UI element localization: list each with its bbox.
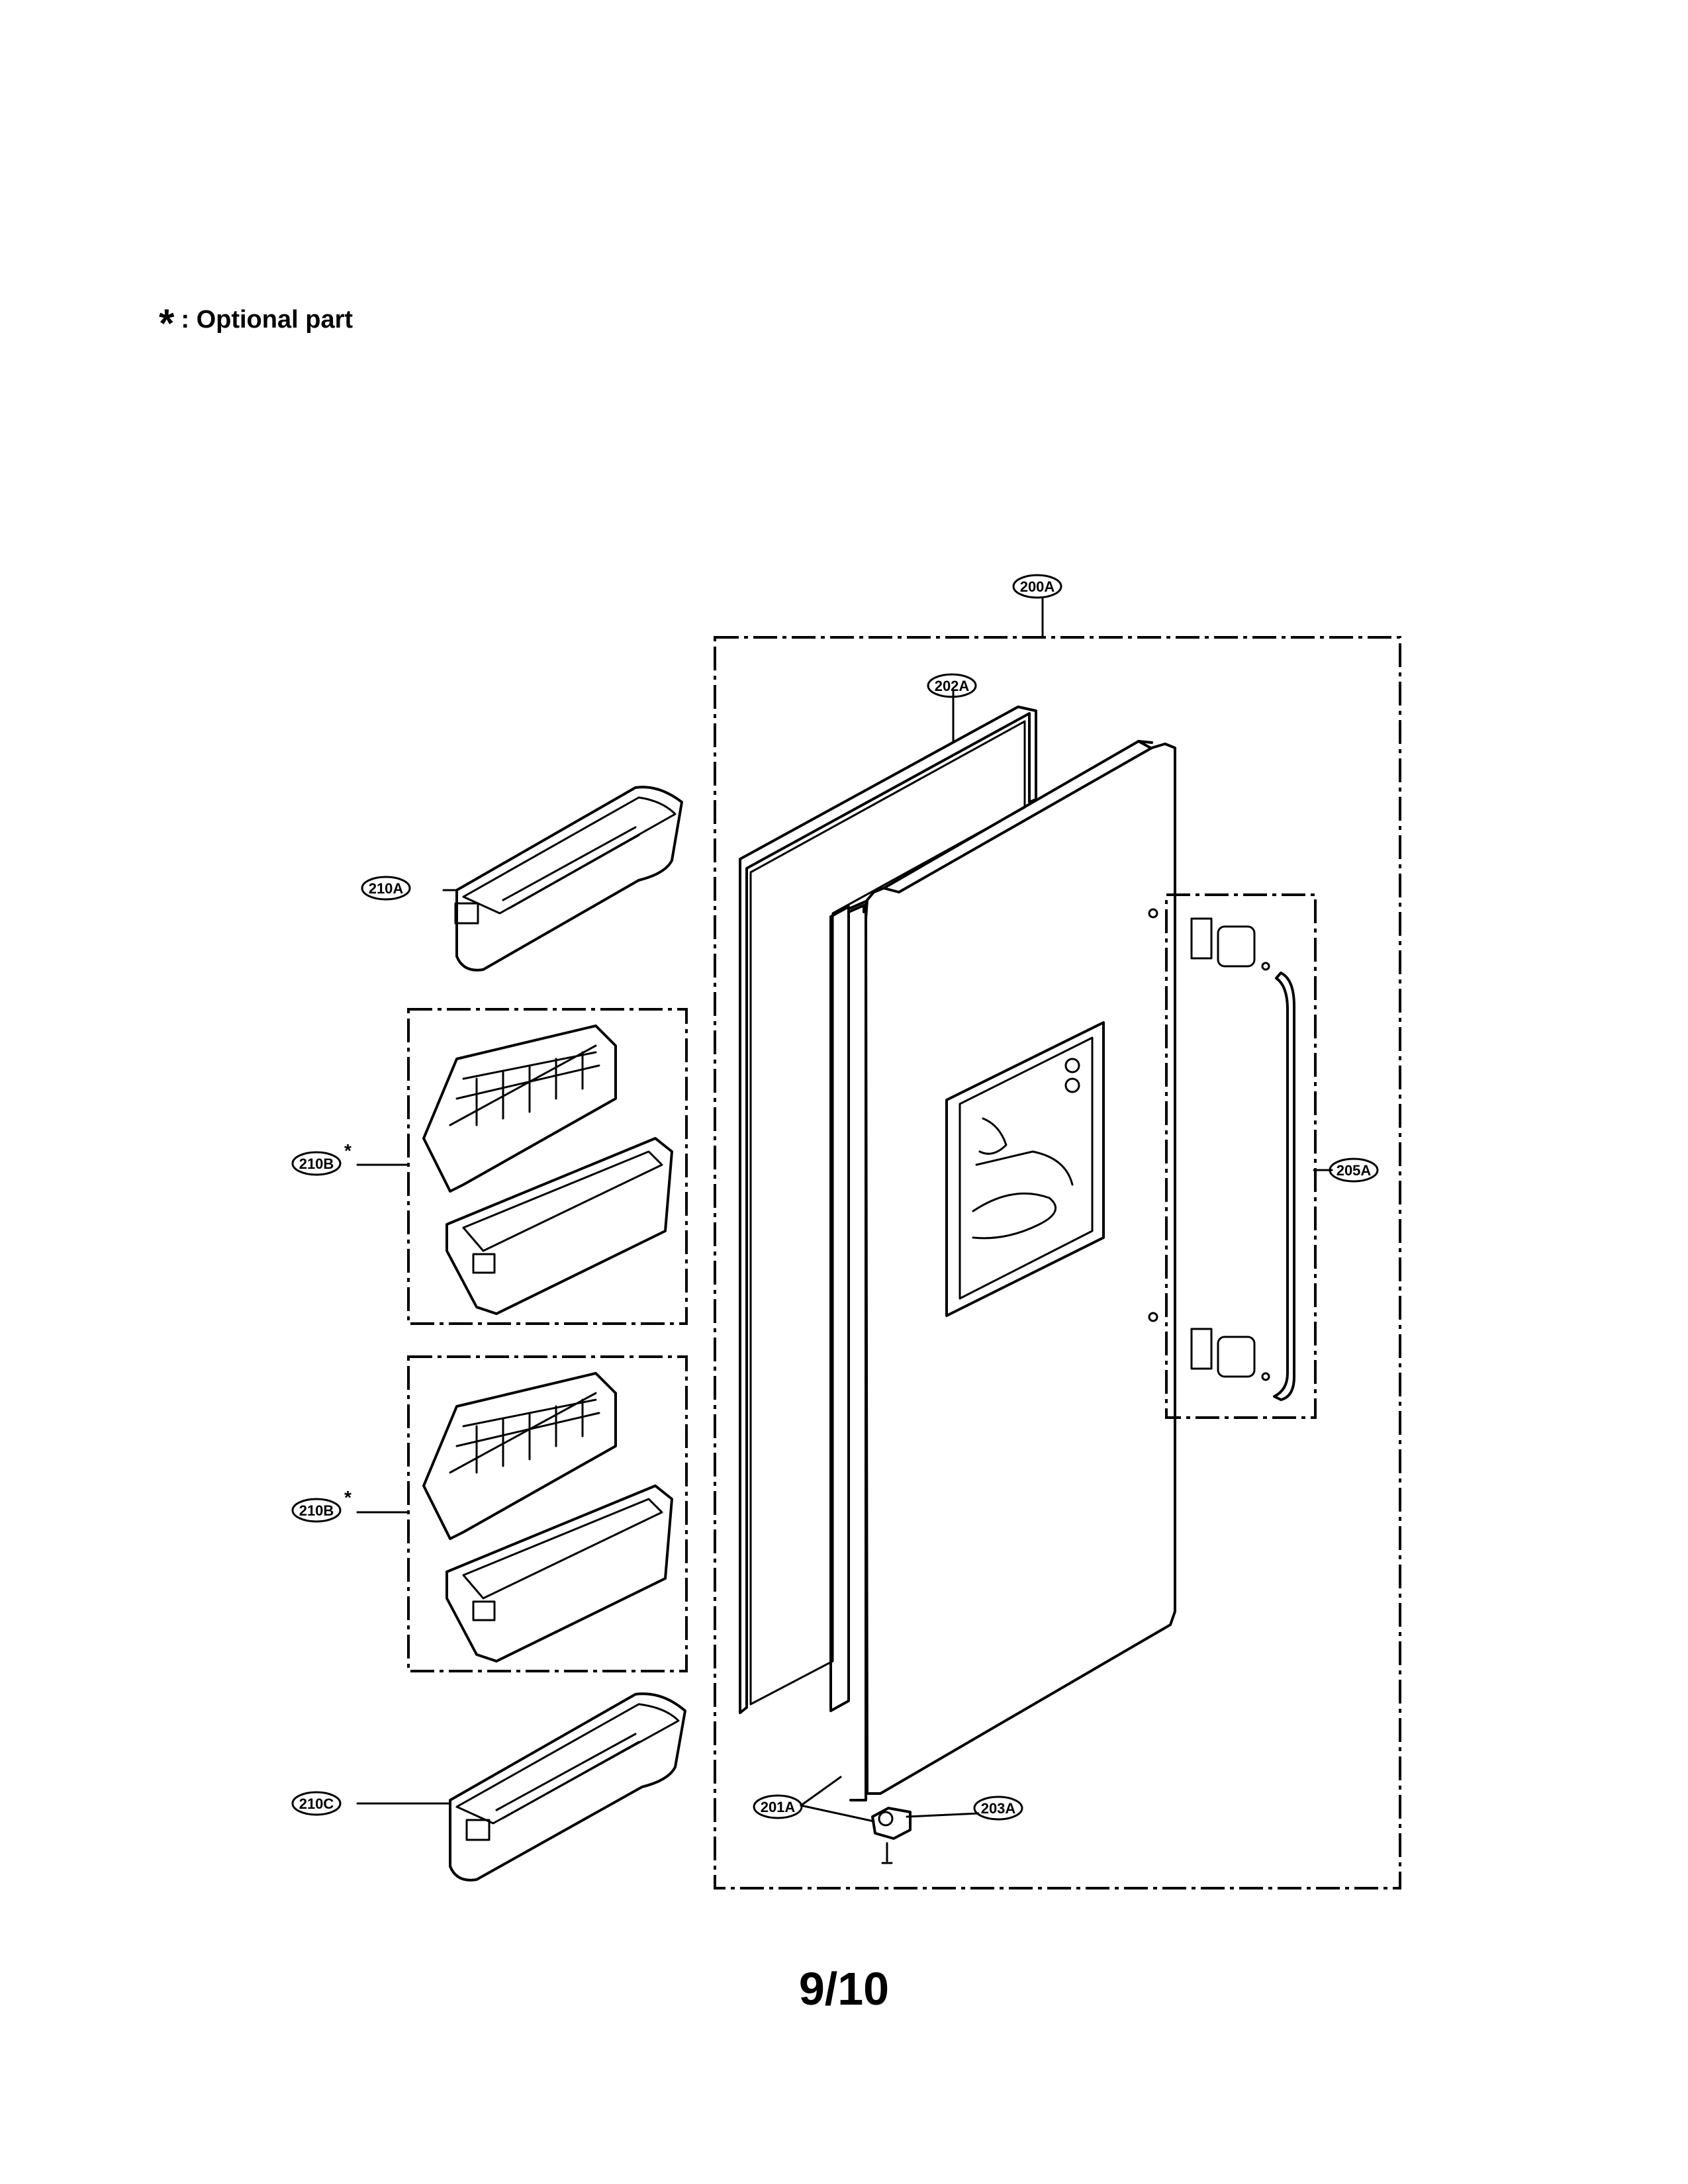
svg-text:200A: 200A — [1020, 578, 1055, 595]
door-panel — [829, 740, 1176, 1801]
svg-text:*: * — [344, 1140, 352, 1161]
callout-205a: 205A — [1329, 1158, 1379, 1183]
callout-210c: 210C — [291, 1791, 342, 1816]
callout-200a: 200A — [1012, 574, 1062, 599]
door-bin-210a — [454, 786, 683, 972]
page-number: 9/10 — [798, 1963, 890, 2015]
door-bin-210c — [449, 1692, 686, 1882]
door-assembly-frame — [714, 636, 1401, 1889]
svg-text:210C: 210C — [299, 1796, 334, 1812]
door-hinge — [871, 1807, 912, 1864]
callout-201a: 201A — [753, 1794, 803, 1819]
door-handle — [1148, 908, 1295, 1401]
svg-text:205A: 205A — [1336, 1162, 1372, 1179]
callout-202a: 202A — [927, 673, 977, 698]
door-basket-210b-bottom — [407, 1355, 688, 1672]
svg-text:210B: 210B — [299, 1156, 334, 1172]
svg-text:203A: 203A — [981, 1800, 1016, 1817]
callout-210b-top: 210B * — [291, 1140, 352, 1176]
door-basket-210b-top — [407, 1008, 688, 1325]
svg-text:210B: 210B — [299, 1502, 334, 1519]
optional-part-text: : Optional part — [181, 306, 353, 334]
callout-210b-bottom: 210B * — [291, 1487, 352, 1523]
optional-part-legend: *: Optional part — [159, 291, 353, 345]
callout-210a: 210A — [361, 876, 411, 901]
svg-text:210A: 210A — [369, 880, 404, 897]
callout-203a: 203A — [973, 1796, 1023, 1821]
optional-part-symbol: * — [159, 301, 175, 345]
svg-text:202A: 202A — [935, 678, 970, 694]
handle-assembly-frame — [1165, 893, 1317, 1419]
svg-text:201A: 201A — [761, 1799, 796, 1815]
svg-text:*: * — [344, 1487, 352, 1508]
door-gasket — [739, 705, 1037, 1714]
